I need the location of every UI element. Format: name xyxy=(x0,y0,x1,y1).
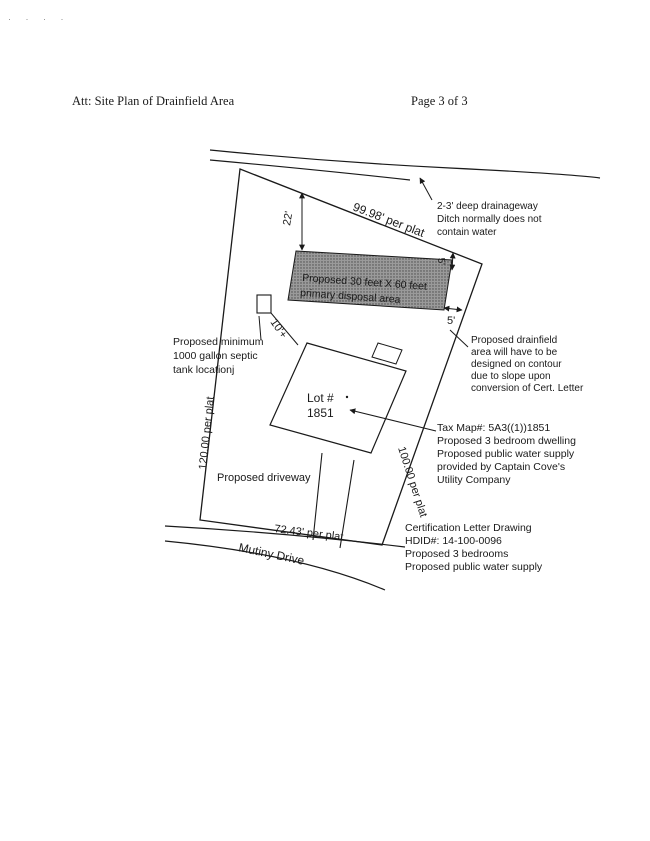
page-number: Page 3 of 3 xyxy=(411,94,468,108)
left-boundary-label: 120.00 per plat xyxy=(197,396,217,470)
note-drainageway: 2-3' deep drainageway Ditch normally doe… xyxy=(437,201,544,238)
top-boundary-label: 99.98' per plat xyxy=(351,200,427,240)
leader-contour xyxy=(449,329,469,348)
driveway-left xyxy=(312,452,323,541)
dwelling-footprint xyxy=(269,342,407,454)
lot-number-label: Lot # xyxy=(307,391,334,405)
scan-marks: · · · · xyxy=(8,14,70,24)
right-boundary-label: 100.00 per plat xyxy=(395,445,429,519)
note-septic: Proposed minimum 1000 gallon septic tank… xyxy=(173,336,266,376)
tank-distance-line xyxy=(270,312,299,346)
setback-right-dim xyxy=(449,252,456,271)
setback-bottom-dim xyxy=(443,305,463,313)
driveway-label: Proposed driveway xyxy=(217,472,311,484)
note-contour: Proposed drainfield area will have to be… xyxy=(471,335,584,394)
note-taxmap: Tax Map#: 5A3((1))1851 Proposed 3 bedroo… xyxy=(437,422,579,486)
road-line-lower xyxy=(164,540,386,591)
lot-number-value: 1851 xyxy=(307,406,334,420)
septic-tank xyxy=(256,294,272,314)
dwelling-center-dot xyxy=(345,395,349,399)
leader-taxmap xyxy=(349,408,437,432)
driveway-right xyxy=(339,459,355,549)
road-name-label: Mutiny Drive xyxy=(237,540,305,568)
setback-right-label: 5' xyxy=(435,257,447,265)
leader-septic xyxy=(258,315,262,341)
setback-bottom-label: 5' xyxy=(447,315,455,327)
tank-distance-label: 10'+ xyxy=(268,317,290,341)
ditch-line-lower xyxy=(209,159,411,181)
note-certification: Certification Letter Drawing HDID#: 14-1… xyxy=(405,522,543,573)
leader-drainageway xyxy=(419,177,433,201)
page-title: Att: Site Plan of Drainfield Area xyxy=(72,94,235,108)
lot-boundary xyxy=(199,168,483,546)
dwelling-bump xyxy=(371,342,403,365)
ditch-line-upper xyxy=(209,149,601,179)
road-line-upper xyxy=(164,525,406,548)
bottom-boundary-label: 72.43' per plat xyxy=(274,523,344,543)
setback-top-label: 22' xyxy=(281,210,295,226)
